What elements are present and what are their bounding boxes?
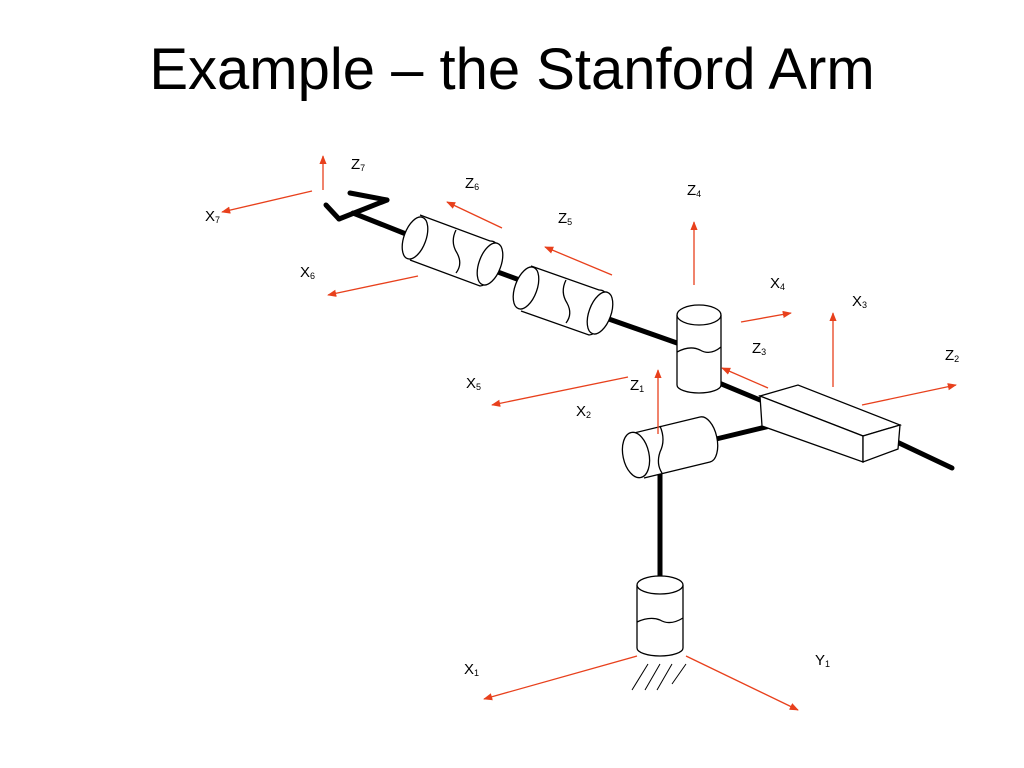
label-x3: X3	[852, 293, 868, 310]
shoulder-joint-cylinder	[621, 416, 719, 479]
label-z1: Z1	[630, 377, 645, 394]
wrist-link-c	[350, 210, 414, 239]
axis-x1-arrow	[483, 655, 638, 701]
label-z4: Z4	[687, 182, 702, 199]
axis-y1-arrow	[685, 655, 799, 711]
label-z3: Z3	[752, 340, 767, 357]
gripper-jaw-top	[347, 190, 390, 203]
wrist-link-a	[603, 315, 680, 346]
label-x5: X5	[466, 375, 482, 392]
axis-z5-arrow	[544, 246, 613, 276]
axis-z3-arrow	[721, 367, 769, 389]
gripper-jaw-bottom	[336, 197, 390, 222]
axis-x4-arrow	[740, 310, 792, 323]
prismatic-link-front	[894, 439, 955, 471]
prismatic-joint-box	[757, 384, 902, 463]
wrist-joint-4-cylinder	[676, 304, 722, 394]
arm-joints	[401, 214, 902, 691]
label-z6: Z6	[465, 175, 480, 192]
label-z7: Z7	[351, 156, 366, 173]
label-x7: X7	[205, 208, 221, 225]
slide-title: Example – the Stanford Arm	[149, 37, 875, 102]
label-z2: Z2	[945, 347, 960, 364]
label-x6: X6	[300, 264, 316, 281]
coordinate-axes	[221, 155, 957, 711]
axis-x7-arrow	[221, 190, 313, 214]
wrist-joint-6-cylinder	[401, 214, 504, 287]
base-joint-cylinder	[631, 575, 687, 691]
wrist-joint-5-cylinder	[512, 265, 614, 336]
axis-x6-arrow	[327, 275, 419, 297]
label-y1: Y1	[815, 652, 831, 669]
label-z5: Z5	[558, 210, 573, 227]
axis-z6-arrow	[446, 201, 503, 229]
axis-x5-arrow	[491, 376, 629, 407]
label-x1: X1	[464, 661, 480, 678]
label-x4: X4	[770, 275, 786, 292]
axis-z2-arrow	[861, 383, 957, 406]
label-x2: X2	[576, 403, 592, 420]
gripper-finger	[323, 202, 342, 222]
